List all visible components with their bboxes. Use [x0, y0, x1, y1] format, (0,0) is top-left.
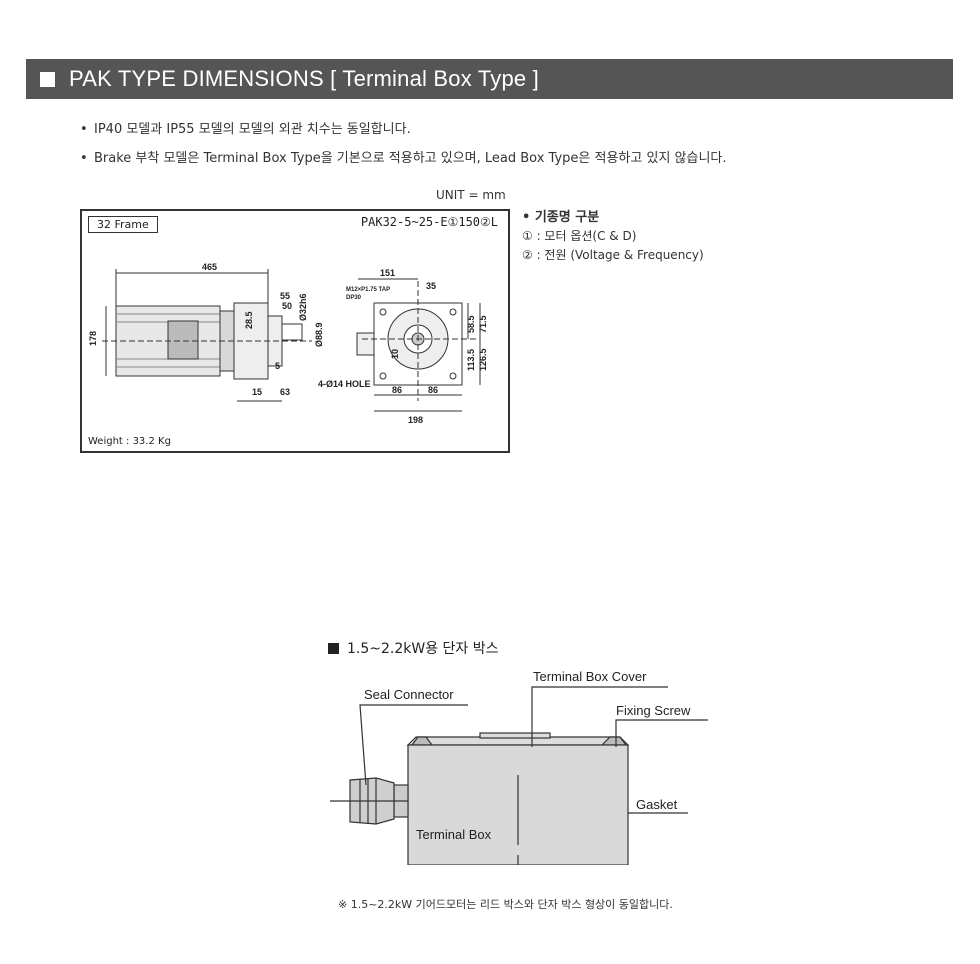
square-bullet-icon [40, 71, 55, 87]
terminal-box-subtitle: 1.5~2.2kW용 단자 박스 [328, 638, 499, 658]
dim-71-5: 71.5 [478, 315, 488, 333]
model-legend: • 기종명 구분 ① : 모터 옵션(C & D) ② : 전원 (Voltag… [522, 208, 704, 265]
dim-hole: 4-Ø14 HOLE [318, 379, 371, 389]
terminal-box-label: Terminal Box [416, 827, 492, 842]
note-item: •IP40 모델과 IP55 모델의 모델의 외관 치수는 동일합니다. [80, 122, 411, 137]
dim-151: 151 [380, 268, 395, 278]
dim-465: 465 [202, 262, 217, 272]
terminal-box-shape [167, 320, 199, 360]
section-title: PAK TYPE DIMENSIONS [ Terminal Box Type … [69, 66, 539, 91]
dim-10: 10 [390, 349, 400, 359]
unit-label: UNIT = mm [436, 188, 506, 202]
dim-198: 198 [408, 415, 423, 425]
dim-dp: DP30 [346, 295, 362, 301]
dim-88: Ø88.9 [314, 322, 324, 347]
dim-5: 5 [275, 361, 280, 371]
shaft-shape [281, 323, 303, 341]
dim-tap: M12×P1.75 TAP [346, 287, 390, 293]
dim-178: 178 [88, 331, 98, 346]
weight-label: Weight : 33.2 Kg [88, 436, 171, 447]
seal-connector-label: Seal Connector [364, 687, 454, 702]
dim-58-5: 58.5 [466, 315, 476, 333]
dim-55: 55 [280, 291, 290, 301]
legend-item: ② : 전원 (Voltage & Frequency) [522, 248, 704, 262]
dimension-svg: 465 178 28.5 55 50 Ø32h6 Ø88.9 5 15 63 1… [88, 262, 488, 425]
dim-63: 63 [280, 387, 290, 397]
dim-32h6: Ø32h6 [298, 293, 308, 321]
section-header: PAK TYPE DIMENSIONS [ Terminal Box Type … [26, 59, 953, 99]
terminal-box-cover-label: Terminal Box Cover [533, 669, 647, 684]
note-item: •Brake 부착 모델은 Terminal Box Type을 기본으로 적용… [80, 151, 727, 166]
legend-item: ① : 모터 옵션(C & D) [522, 229, 637, 243]
dim-15: 15 [252, 387, 262, 397]
dimension-drawing: 32 Frame PAK32-5~25-E①150②L [80, 209, 510, 453]
frame-label: 32 Frame [88, 216, 158, 233]
dim-113-5: 113.5 [466, 349, 476, 371]
dim-50: 50 [282, 301, 292, 311]
dim-86a: 86 [392, 385, 402, 395]
fixing-screw-label: Fixing Screw [616, 703, 691, 718]
model-code: PAK32-5~25-E①150②L [360, 215, 498, 229]
dim-35: 35 [426, 281, 436, 291]
gasket-label: Gasket [636, 797, 678, 812]
legend-title: • 기종명 구분 [522, 210, 600, 225]
footnote: ※ 1.5~2.2kW 기어드모터는 리드 박스와 단자 박스 형상이 동일합니… [338, 898, 673, 911]
dim-28-5: 28.5 [244, 311, 254, 329]
terminal-box-diagram: Seal Connector Terminal Box Cover Fixing… [330, 669, 708, 865]
dim-126-5: 126.5 [478, 348, 488, 371]
dim-86b: 86 [428, 385, 438, 395]
square-bullet-icon [328, 643, 339, 654]
